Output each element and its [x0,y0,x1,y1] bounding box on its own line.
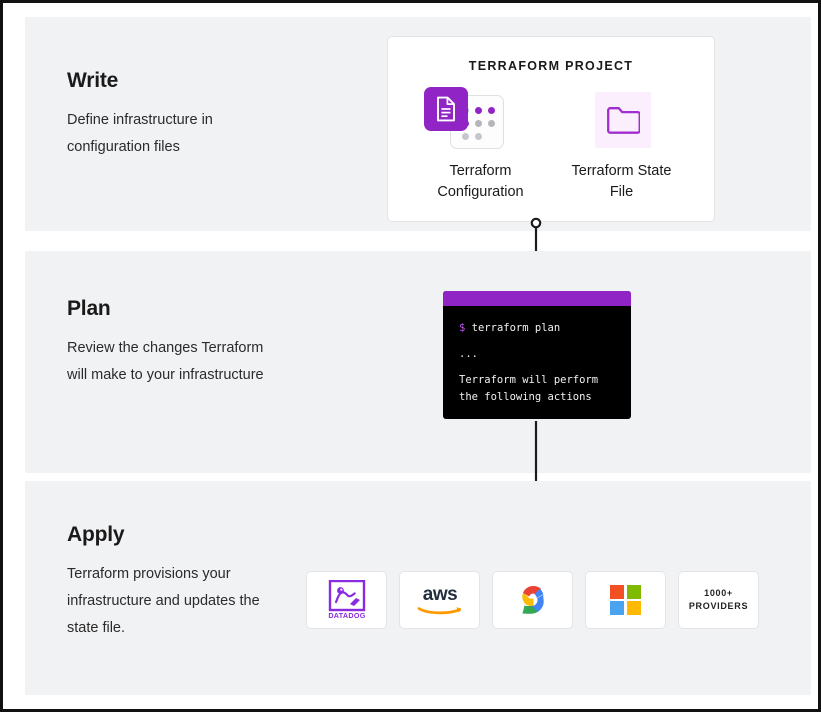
step-plan-description: Review the changes Terraform will make t… [67,340,264,383]
provider-card-list: DATADOG aws [306,571,759,629]
terminal-title-bar [443,291,631,306]
terraform-project-card-title: TERRAFORM PROJECT [468,59,634,73]
configuration-file-icon [420,87,542,149]
microsoft-square-blue [610,601,625,616]
asset-terraform-configuration-label: Terraform Configuration [437,163,524,200]
terminal-output-line-2: the following actions [459,391,592,403]
terraform-project-card: TERRAFORM PROJECT [387,36,715,222]
step-apply-title: Apply [67,523,125,546]
more-providers-count: 1000+ [704,588,733,598]
folder-icon [606,106,640,134]
datadog-logo: DATADOG [328,580,365,620]
step-write-description: Define infrastructure in configuration f… [67,112,213,155]
provider-card-google-cloud [492,571,573,629]
step-plan-title: Plan [67,297,111,320]
provider-card-aws: aws [399,571,480,629]
terminal-window: $ terraform plan ... Terraform will perf… [443,291,631,419]
microsoft-square-yellow [626,601,641,616]
step-write-title: Write [67,69,119,92]
step-panel-plan: Plan Review the changes Terraform will m… [25,251,811,473]
terminal-ellipsis: ... [459,348,478,360]
step-plan-text: Plan Review the changes Terraform will m… [67,297,282,389]
aws-logo: aws [417,584,461,615]
terminal-output: $ terraform plan ... Terraform will perf… [443,306,631,419]
terminal-command: terraform plan [471,322,561,334]
provider-card-more-providers: 1000+ PROVIDERS [678,571,759,629]
datadog-wordmark: DATADOG [328,611,365,620]
svg-text:aws: aws [422,584,456,605]
microsoft-square-green [626,584,641,599]
more-providers-label: PROVIDERS [688,601,749,611]
microsoft-logo [610,584,641,616]
document-icon [423,87,468,131]
asset-terraform-state-file: Terraform State File [561,87,683,203]
step-apply-text: Apply Terraform provisions your infrastr… [67,523,282,642]
asset-terraform-configuration: Terraform Configuration [420,87,542,203]
provider-card-datadog: DATADOG [306,571,387,629]
terminal-prompt-sigil: $ [459,322,466,334]
terraform-project-assets: Terraform Configuration Terraform State … [388,87,714,203]
step-apply-description: Terraform provisions your infrastructure… [67,566,260,636]
terminal-command-line: $ terraform plan [459,320,615,337]
step-write-text: Write Define infrastructure in configura… [67,69,282,161]
asset-terraform-state-file-label: Terraform State File [571,163,672,200]
google-cloud-logo [521,586,544,614]
document-glyph [436,96,455,122]
microsoft-square-red [610,584,625,599]
provider-card-microsoft [585,571,666,629]
terminal-output-line-1: Terraform will perform [459,374,599,386]
state-file-tile [594,92,651,148]
